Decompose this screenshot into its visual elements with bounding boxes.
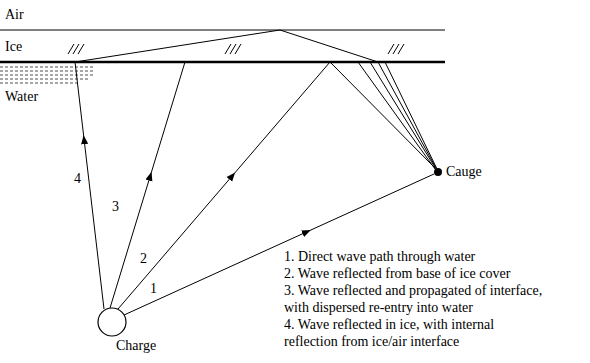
charge-label: Charge xyxy=(116,337,156,354)
legend-note: 2. Wave reflected from base of ice cover xyxy=(284,265,546,282)
medium-label: Ice xyxy=(5,38,22,55)
medium-label: Water xyxy=(5,88,38,105)
water-texture xyxy=(0,67,95,83)
path-number: 3 xyxy=(112,198,119,215)
ice-hatching xyxy=(68,44,404,54)
path-number: 1 xyxy=(150,280,157,297)
legend-note: 3. Wave reflected and propagated of inte… xyxy=(284,282,546,316)
gauge-label: Cauge xyxy=(446,163,482,180)
legend-note: 4. Wave reflected in ice, with internal … xyxy=(284,316,546,350)
path-number: 4 xyxy=(74,170,81,187)
gauge-symbol xyxy=(434,168,442,176)
medium-label: Air xyxy=(5,6,24,23)
charge-symbol xyxy=(98,308,126,336)
legend-note: 1. Direct wave path through water xyxy=(284,248,546,265)
air-ice-surface xyxy=(0,30,445,31)
path-number: 2 xyxy=(140,250,147,267)
